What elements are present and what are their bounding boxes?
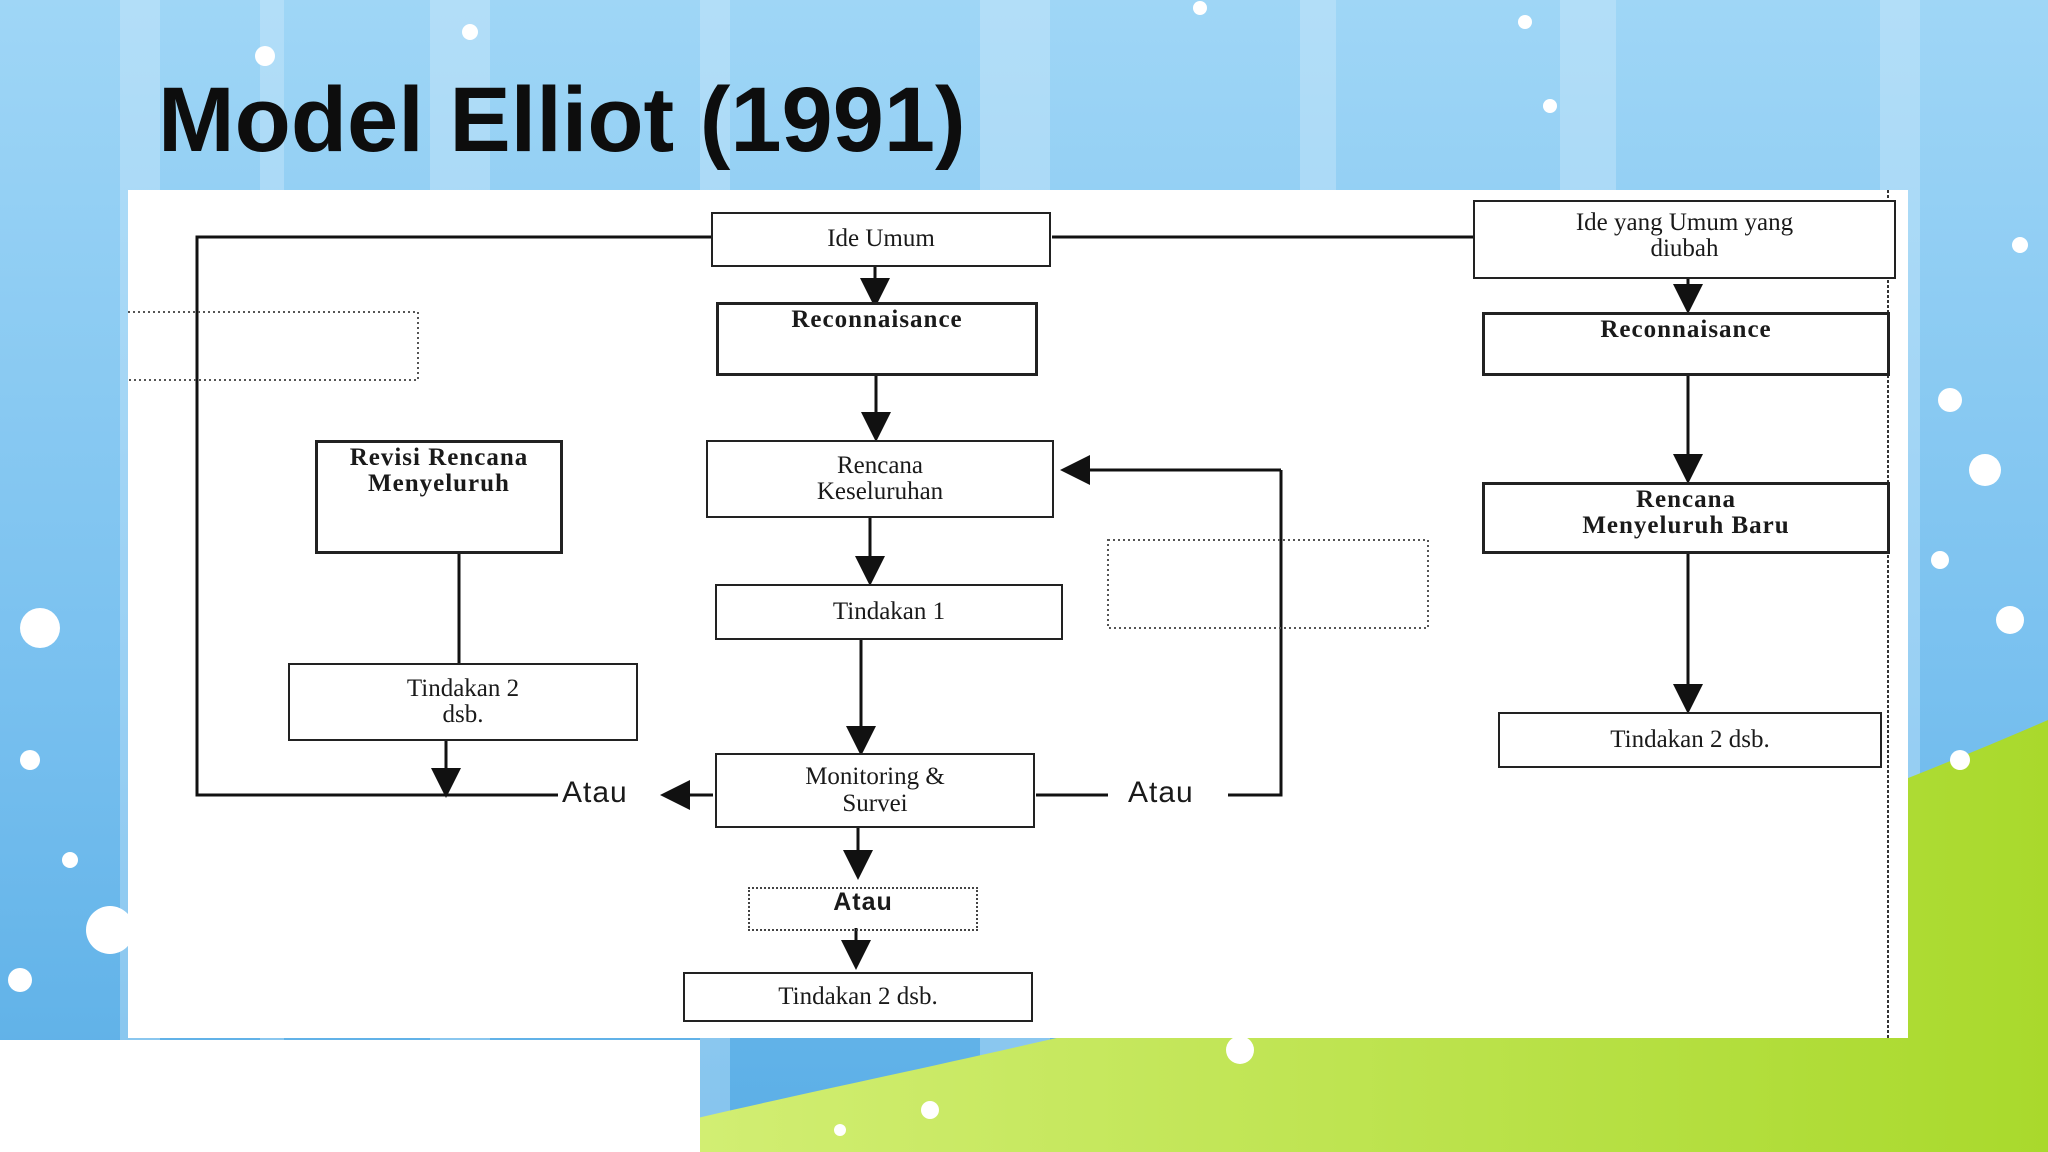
slide-title: Model Elliot (1991) [158,69,966,171]
node-rencana-keseluruhan: Rencana Keseluruhan [706,440,1054,518]
node-tindakan-2-left: Tindakan 2 dsb. [288,663,638,741]
node-rencana-baru: Rencana Menyeluruh Baru [1482,482,1890,554]
label-atau-left: Atau [558,778,632,808]
node-reconnaisance-right: Reconnaisance [1482,312,1890,376]
empty-frame-left [128,311,419,381]
node-ide-diubah: Ide yang Umum yang diubah [1473,200,1896,279]
line-left-loop [195,235,711,797]
node-tindakan-2-right: Tindakan 2 dsb. [1498,712,1882,768]
empty-frame-middle [1107,539,1429,629]
bubble-decorations [8,1,2028,1136]
node-monitoring-survei: Monitoring & Survei [715,753,1035,828]
line-loop-up [1228,470,1283,797]
flow-diagram: Ide Umum Reconnaisance Rencana Keseluruh… [128,190,1908,1038]
node-reconnaisance-main: Reconnaisance [716,302,1038,376]
label-atau-right: Atau [1124,778,1198,808]
node-ide-umum: Ide Umum [711,212,1051,267]
node-tindakan-1: Tindakan 1 [715,584,1063,640]
green-wave [560,720,2048,1152]
white-floor-curve [0,1040,700,1152]
node-atau-bottom: Atau [748,887,978,931]
node-tindakan-2-bottom: Tindakan 2 dsb. [683,972,1033,1022]
node-revisi-rencana: Revisi Rencana Menyeluruh [315,440,563,554]
